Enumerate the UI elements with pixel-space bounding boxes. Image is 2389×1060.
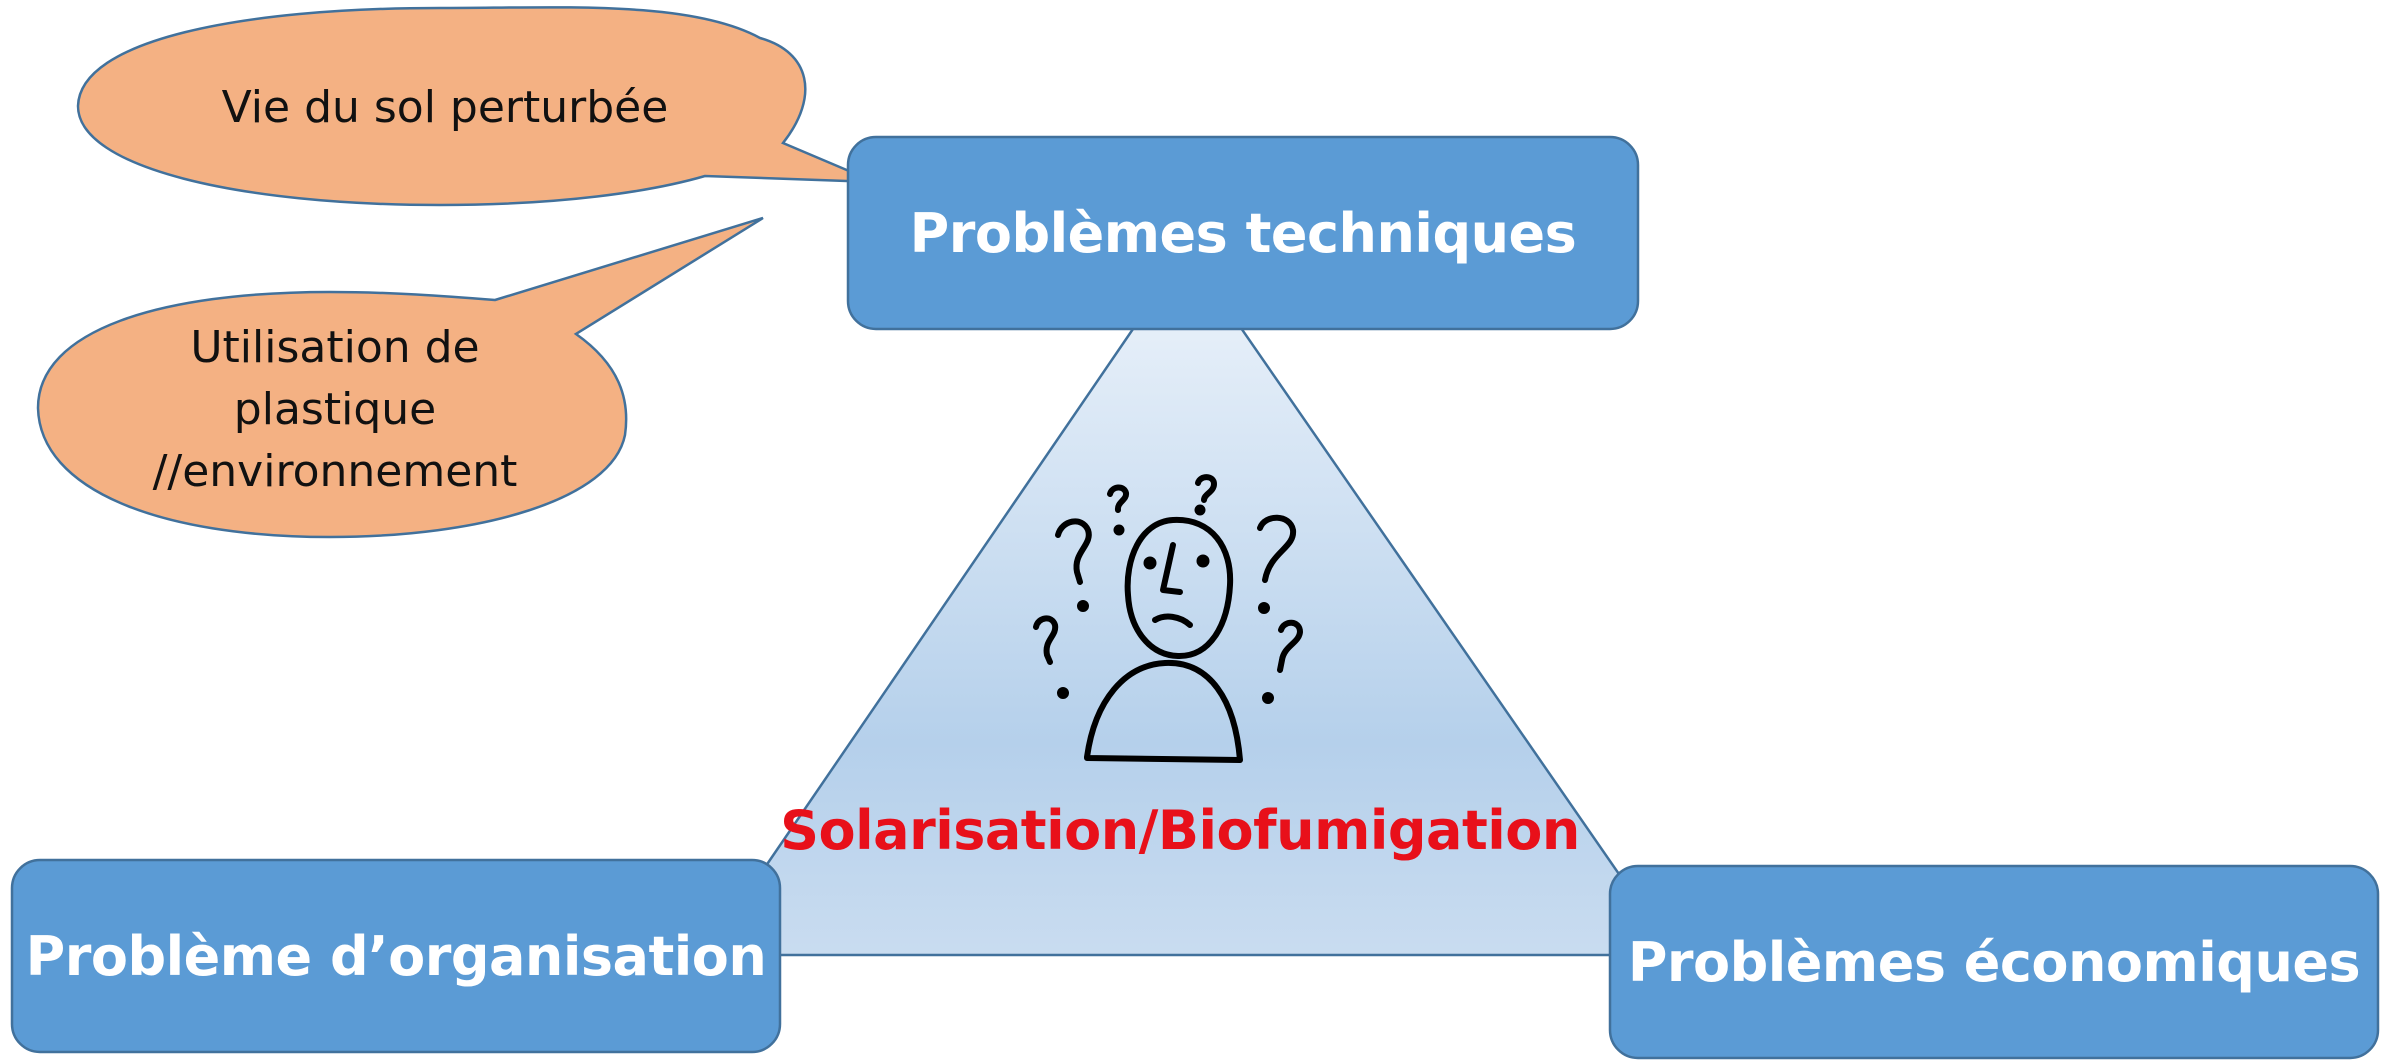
box-left-label: Problème d’organisation — [25, 924, 767, 988]
speech-bubble-plastic-label: Utilisation de plastique //environnement — [50, 310, 620, 510]
box-top-label: Problèmes techniques — [909, 201, 1577, 265]
center-label: Solarisation/Biofumigation — [780, 798, 1580, 862]
confused-person-icon — [1033, 474, 1303, 763]
bubble-plastic-line-1: Utilisation de — [190, 322, 480, 373]
speech-bubble-soil — [76, 6, 876, 207]
box-right-label: Problèmes économiques — [1627, 930, 2361, 994]
bubble-soil-line-1: Vie du sol perturbée — [221, 82, 669, 133]
bubble-plastic-line-3: //environnement — [152, 446, 518, 497]
box-left-shape — [10, 858, 782, 1054]
central-triangle — [702, 247, 1678, 957]
speech-bubble-plastic — [36, 216, 764, 539]
box-top-shape — [846, 135, 1640, 331]
bubble-plastic-line-2: plastique — [233, 384, 437, 435]
speech-bubble-soil-label: Vie du sol perturbée — [100, 60, 790, 156]
box-right-shape — [1608, 864, 2380, 1060]
